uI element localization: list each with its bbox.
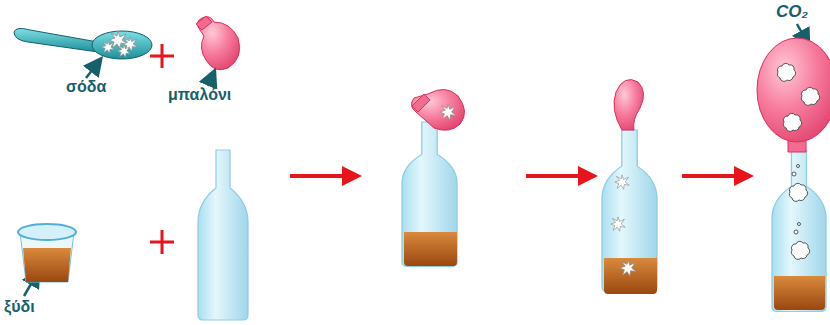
label-text: σόδα	[66, 78, 106, 96]
step-arrow	[290, 174, 742, 178]
plus-sign	[150, 44, 174, 254]
vinegar-cup	[18, 224, 76, 282]
empty-bottle	[198, 150, 248, 320]
bottle-soda-falling	[602, 80, 657, 294]
bottle-with-balloon	[402, 89, 465, 266]
label-text: ξύδι	[4, 298, 35, 316]
label-text: CO₂	[776, 2, 808, 22]
label-text: μπαλόνι	[168, 86, 231, 104]
bottle-inflated-balloon	[757, 38, 830, 312]
balloon	[196, 16, 240, 70]
leader-arrow	[24, 24, 808, 296]
spoon	[14, 28, 152, 59]
